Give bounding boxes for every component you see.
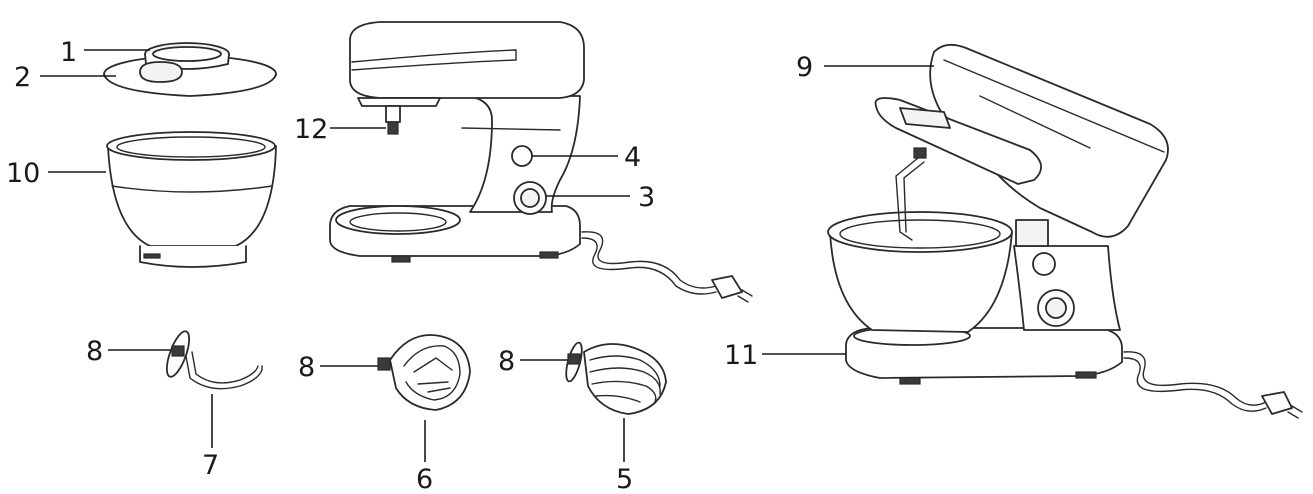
label-7-dough-hook: 7 <box>202 450 219 481</box>
label-11-base: 11 <box>724 340 758 371</box>
label-8-connector-beater: 8 <box>298 352 315 383</box>
label-9-motor-head: 9 <box>796 52 813 83</box>
stand-mixer-front-illustration <box>329 21 753 303</box>
flat-beater-illustration <box>377 334 471 411</box>
label-1-lid-opening: 1 <box>60 37 77 68</box>
mixing-bowl-illustration <box>106 131 277 268</box>
label-8-connector-whisk: 8 <box>498 346 515 377</box>
label-2-splash-guard: 2 <box>14 62 31 93</box>
label-10-mixing-bowl: 10 <box>6 158 40 189</box>
label-5-balloon-whisk: 5 <box>616 464 633 494</box>
stand-mixer-tilted-illustration <box>827 43 1303 419</box>
label-6-flat-beater: 6 <box>416 464 433 494</box>
leader-lines <box>40 49 934 462</box>
label-4-tilt-button: 4 <box>624 142 641 173</box>
label-12-drive-shaft: 12 <box>294 114 328 145</box>
balloon-whisk-illustration <box>565 341 667 415</box>
dough-hook-illustration <box>165 330 263 390</box>
label-3-speed-knob: 3 <box>638 182 655 213</box>
splash-guard-illustration <box>103 42 277 97</box>
label-8-connector-hook: 8 <box>86 336 103 367</box>
